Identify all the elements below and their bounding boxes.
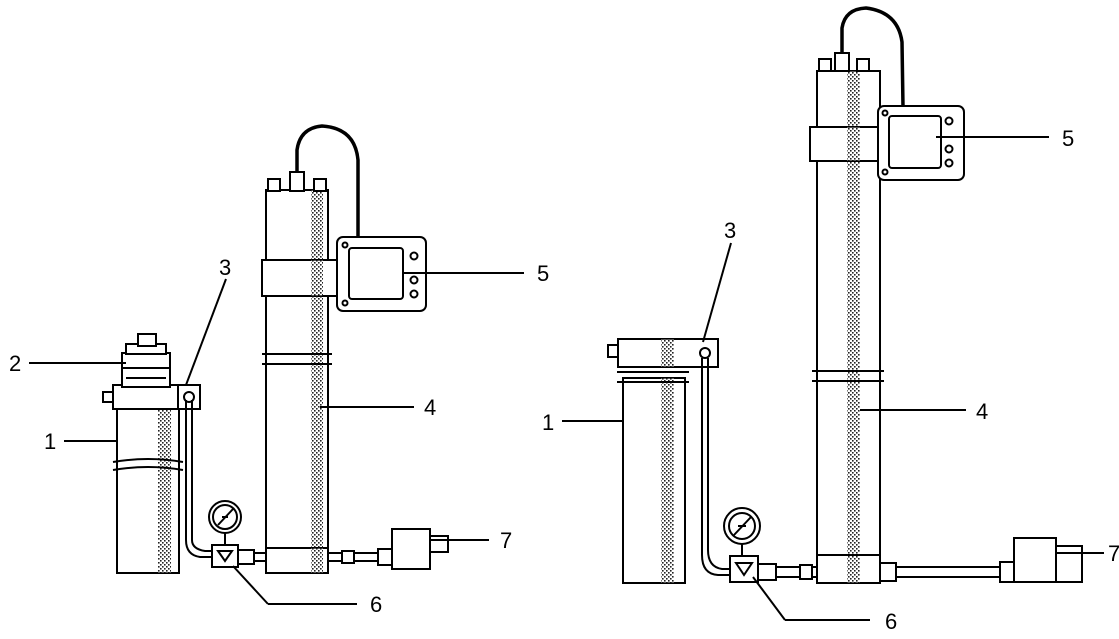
right-outlet-unit <box>1013 537 1083 583</box>
right-callout-1: 1 <box>542 410 554 435</box>
right-assembly <box>607 6 1083 584</box>
right-callout-7: 7 <box>1108 541 1119 566</box>
left-outlet-unit <box>391 528 449 570</box>
right-connecting-tube <box>701 358 730 576</box>
right-callout-5: 5 <box>1062 126 1074 151</box>
left-assembly <box>102 124 449 574</box>
left-callout-3: 3 <box>219 255 231 280</box>
left-callout-2: 2 <box>9 351 21 376</box>
right-callout-4: 4 <box>976 399 988 424</box>
left-canister <box>102 333 201 574</box>
right-sensor-cable <box>840 6 905 108</box>
left-callout-6: 6 <box>370 592 382 617</box>
right-callout-3: 3 <box>724 218 736 243</box>
left-callout-5: 5 <box>537 261 549 286</box>
right-leader-lines <box>562 136 1104 621</box>
left-callout-7: 7 <box>500 528 512 553</box>
right-sensor-box <box>877 105 965 181</box>
left-column <box>261 171 341 574</box>
right-column <box>809 52 887 584</box>
right-canister <box>607 338 719 584</box>
right-feed-line <box>757 561 1015 583</box>
left-pressure-gauge <box>204 500 242 568</box>
left-connecting-tube <box>185 400 212 558</box>
right-pressure-gauge <box>723 507 761 583</box>
left-leader-lines <box>29 272 524 605</box>
left-sensor-box <box>336 236 427 312</box>
left-sensor-cable <box>295 124 360 238</box>
right-callout-6: 6 <box>885 609 897 634</box>
left-callout-1: 1 <box>44 429 56 454</box>
left-callout-4: 4 <box>424 395 436 420</box>
